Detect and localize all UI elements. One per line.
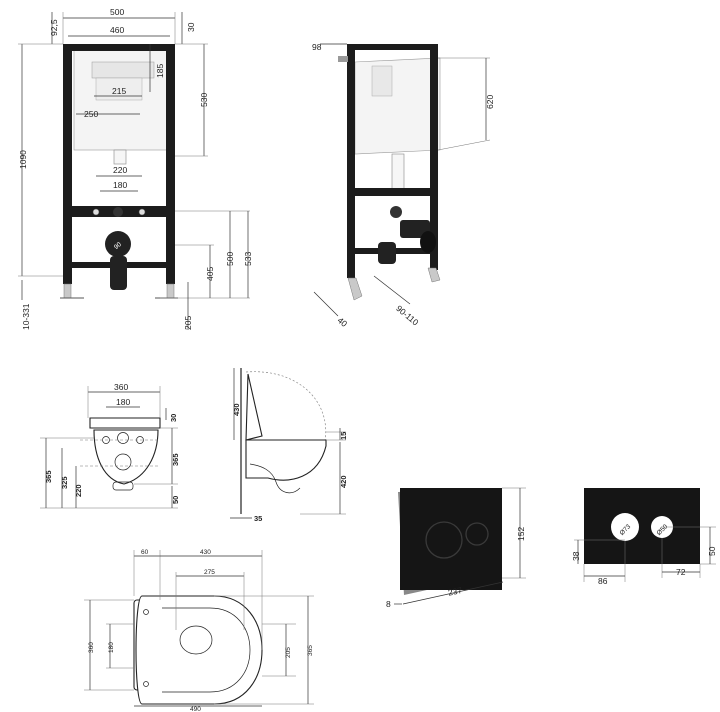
dim-8: 8 xyxy=(386,599,391,609)
frame-front-view: 90 500 460 92,5 30 185 215 250 530 1090 … xyxy=(18,7,253,330)
dim-220-bowl: 220 xyxy=(74,484,83,497)
frame-left-foot xyxy=(63,283,72,299)
side-flush-pipe xyxy=(391,153,405,191)
frame-top-rail xyxy=(63,44,175,51)
left-stud xyxy=(92,208,100,216)
dim-180-bowl: 180 xyxy=(116,397,130,407)
dim-50-plate: 50 xyxy=(707,546,717,556)
dim-180-top: 180 xyxy=(108,642,115,653)
flush-plate-front xyxy=(400,488,502,590)
dim-72: 72 xyxy=(676,567,686,577)
side-mid-rail xyxy=(347,188,438,196)
bowl-side-view: 430 15 420 35 xyxy=(230,368,348,523)
dim-98: 98 xyxy=(312,42,322,52)
dim-275: 275 xyxy=(204,569,215,576)
dim-365-top: 365 xyxy=(307,645,314,656)
side-cistern-tank xyxy=(354,57,441,155)
flush-button-small[interactable] xyxy=(465,522,489,546)
dim-530: 530 xyxy=(199,93,209,107)
flush-plate-back-view: Ø73 Ø50 38 86 72 50 xyxy=(571,488,717,586)
dim-430-top: 430 xyxy=(200,549,211,556)
dim-152: 152 xyxy=(516,527,526,541)
tank-inspection-box xyxy=(91,61,155,79)
dim-15: 15 xyxy=(339,432,348,440)
dim-205-top: 205 xyxy=(285,647,292,658)
side-drain-elbow xyxy=(378,242,396,264)
dim-215: 215 xyxy=(112,86,126,96)
dim-237: 237 xyxy=(447,585,463,598)
flush-button-large[interactable] xyxy=(425,521,463,559)
frame-right-post xyxy=(166,44,175,284)
side-outlet-pipe xyxy=(400,220,430,238)
dim-60: 60 xyxy=(141,549,149,556)
raised-seat-lid xyxy=(245,373,263,441)
bowl-front-body xyxy=(93,429,159,485)
water-inlet xyxy=(113,207,123,217)
drain-elbow xyxy=(110,256,127,290)
dim-490: 490 xyxy=(190,706,201,712)
dim-420: 420 xyxy=(339,475,348,488)
bowl-side-body xyxy=(245,439,327,481)
dim-360-top: 360 xyxy=(88,642,95,653)
dim-92-5: 92,5 xyxy=(49,19,59,36)
dim-500-height: 500 xyxy=(225,252,235,266)
frame-side-view: 98 620 40 90-110 xyxy=(312,42,495,329)
bowl-front-seat xyxy=(89,417,161,429)
dim-180: 180 xyxy=(113,180,127,190)
side-right-foot xyxy=(427,267,441,283)
dim-533: 533 xyxy=(243,252,253,266)
outlet-pipe xyxy=(105,231,131,257)
dim-30-bowl: 30 xyxy=(169,414,178,422)
dim-360: 360 xyxy=(114,382,128,392)
outlet-90-label: 90 xyxy=(113,241,123,251)
dim-430: 430 xyxy=(232,403,241,416)
dim-460: 460 xyxy=(110,25,124,35)
dim-30: 30 xyxy=(186,22,196,32)
dim-365-left: 365 xyxy=(44,470,53,483)
hole-73 xyxy=(611,513,639,541)
dim-325: 325 xyxy=(60,476,69,489)
tank-flush-valve xyxy=(95,77,143,101)
flush-plate-back xyxy=(584,488,700,564)
flush-plate-front-view: 237 152 8 xyxy=(386,487,526,609)
side-outlet-end xyxy=(420,231,436,253)
bowl-top-view: 60 430 275 360 180 205 365 490 xyxy=(84,549,314,712)
dim-620: 620 xyxy=(485,95,495,109)
flush-pipe xyxy=(113,149,127,165)
dim-365-right: 365 xyxy=(171,453,180,466)
bowl-drain-outlet xyxy=(114,453,132,471)
frame-right-foot xyxy=(166,283,175,299)
dim-90-110: 90-110 xyxy=(394,303,420,327)
dim-35: 35 xyxy=(254,514,262,523)
side-top-rail xyxy=(347,44,438,50)
frame-left-post xyxy=(63,44,72,284)
dim-38: 38 xyxy=(571,551,581,561)
dim-86: 86 xyxy=(598,576,608,586)
bowl-top-outline xyxy=(135,595,263,705)
right-stud xyxy=(138,208,146,216)
dim-205: 205 xyxy=(183,316,193,330)
dim-10-331: 10-331 xyxy=(21,303,31,330)
seat-open-arc xyxy=(245,371,326,447)
dim-50-bowl: 50 xyxy=(171,496,180,504)
side-top-bracket xyxy=(338,56,348,62)
side-left-foot xyxy=(347,277,363,301)
dim-250: 250 xyxy=(84,109,98,119)
dim-405: 405 xyxy=(205,267,215,281)
side-left-post xyxy=(347,44,355,278)
dim-220: 220 xyxy=(113,165,127,175)
side-right-post xyxy=(430,44,438,270)
bowl-water-inlet xyxy=(117,432,129,444)
bowl-front-view: 360 180 30 365 325 220 365 50 xyxy=(40,382,180,509)
dim-40: 40 xyxy=(336,315,350,329)
dim-185: 185 xyxy=(155,64,165,78)
bowl-top-opening xyxy=(179,625,213,655)
dim-1090: 1090 xyxy=(18,150,28,169)
dim-500: 500 xyxy=(110,7,124,17)
